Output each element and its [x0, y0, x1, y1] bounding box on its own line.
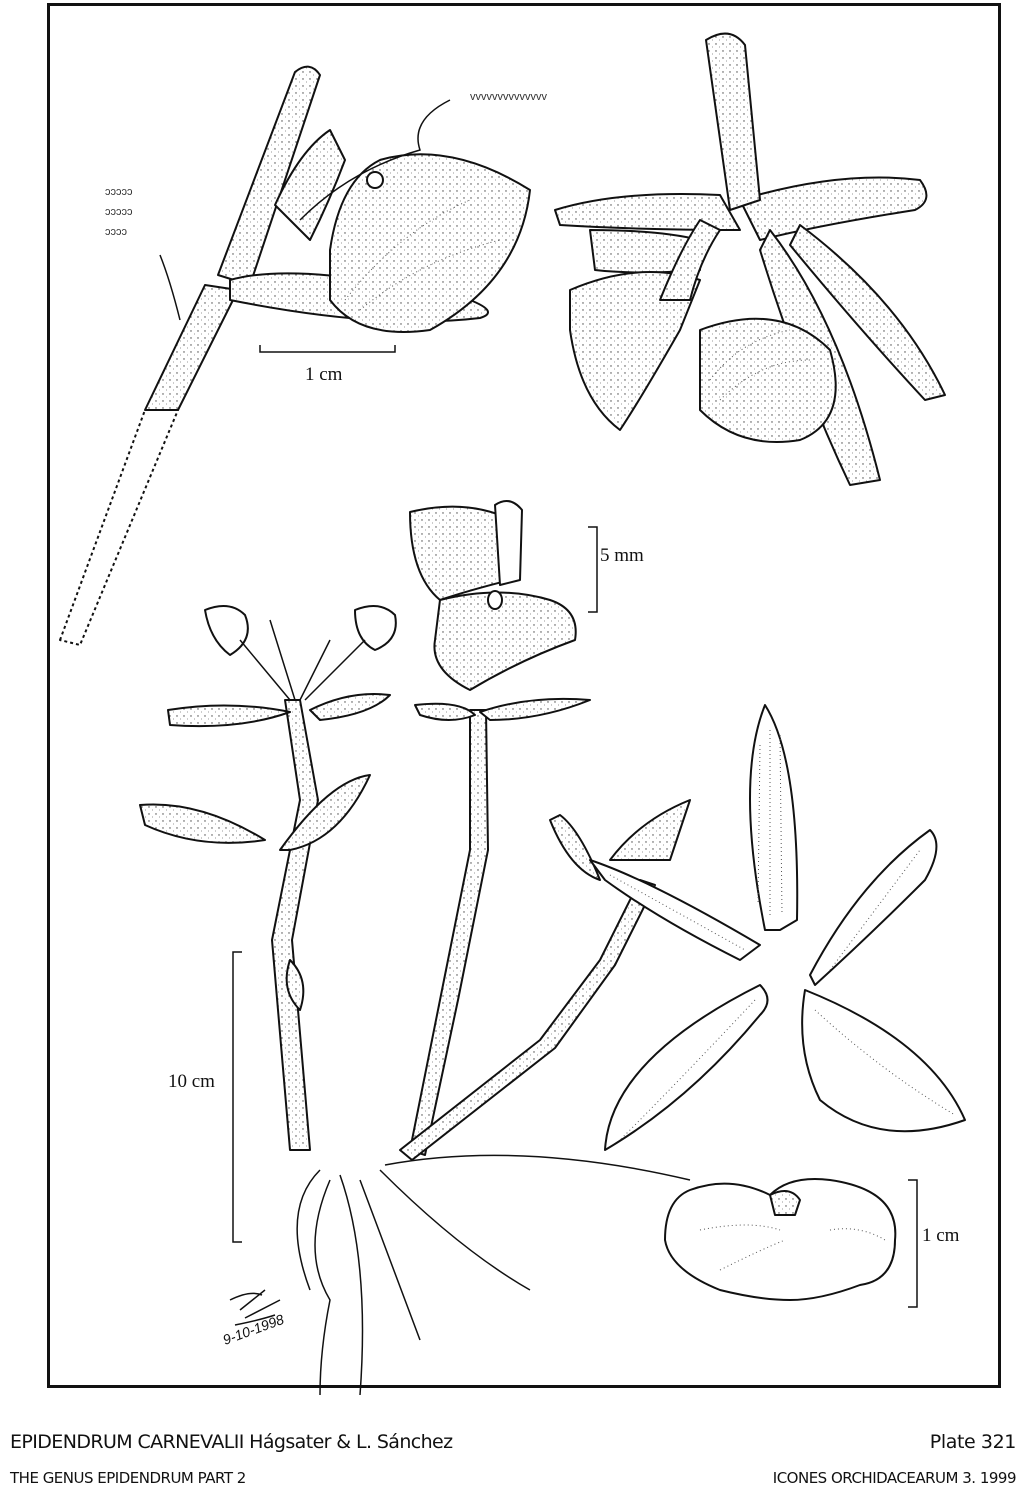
plate-number: Plate 321 — [929, 1431, 1017, 1453]
flower-front-view — [554, 32, 946, 486]
botanical-illustration: vvvvvvvvvvvvvv ↄↄↄↄↄ ↄↄↄↄↄ ↄↄↄↄ — [59, 32, 966, 1396]
svg-text:ↄↄↄↄↄ: ↄↄↄↄↄ — [105, 206, 133, 218]
scale-label-1cm-top: 1 cm — [305, 364, 343, 385]
column-detail — [409, 500, 577, 691]
series-title: THE GENUS EPIDENDRUM PART 2 — [10, 1469, 246, 1487]
svg-text:vvvvvvvvvvvvvv: vvvvvvvvvvvvvv — [470, 91, 548, 103]
plate-title: EPIDENDRUM CARNEVALII Hágsater & L. Sánc… — [10, 1431, 453, 1453]
artist-signature: 9-10-1998 — [221, 1289, 287, 1348]
plant-habit — [139, 605, 691, 1396]
flower-side-view: vvvvvvvvvvvvvv ↄↄↄↄↄ ↄↄↄↄↄ ↄↄↄↄ — [59, 65, 548, 646]
scale-bar-5mm — [588, 526, 598, 613]
svg-text:ↄↄↄↄ: ↄↄↄↄ — [105, 226, 128, 238]
scale-label-1cm-lip: 1 cm — [922, 1225, 960, 1246]
illustration-frame — [47, 3, 1001, 1388]
scale-bar-10cm — [232, 951, 242, 1243]
petals — [589, 829, 938, 986]
scale-label-10cm: 10 cm — [168, 1071, 215, 1092]
svg-text:ↄↄↄↄↄ: ↄↄↄↄↄ — [105, 186, 133, 198]
scale-label-5mm: 5 mm — [600, 545, 644, 566]
journal-citation: ICONES ORCHIDACEARUM 3. 1999 — [772, 1469, 1017, 1487]
lip — [664, 1178, 897, 1301]
lateral-sepals — [604, 984, 966, 1151]
svg-text:9-10-1998: 9-10-1998 — [221, 1311, 287, 1348]
scale-bar-1cm-top — [259, 345, 396, 353]
scale-bar-1cm-lip — [908, 1179, 918, 1308]
dorsal-sepal — [749, 704, 799, 931]
